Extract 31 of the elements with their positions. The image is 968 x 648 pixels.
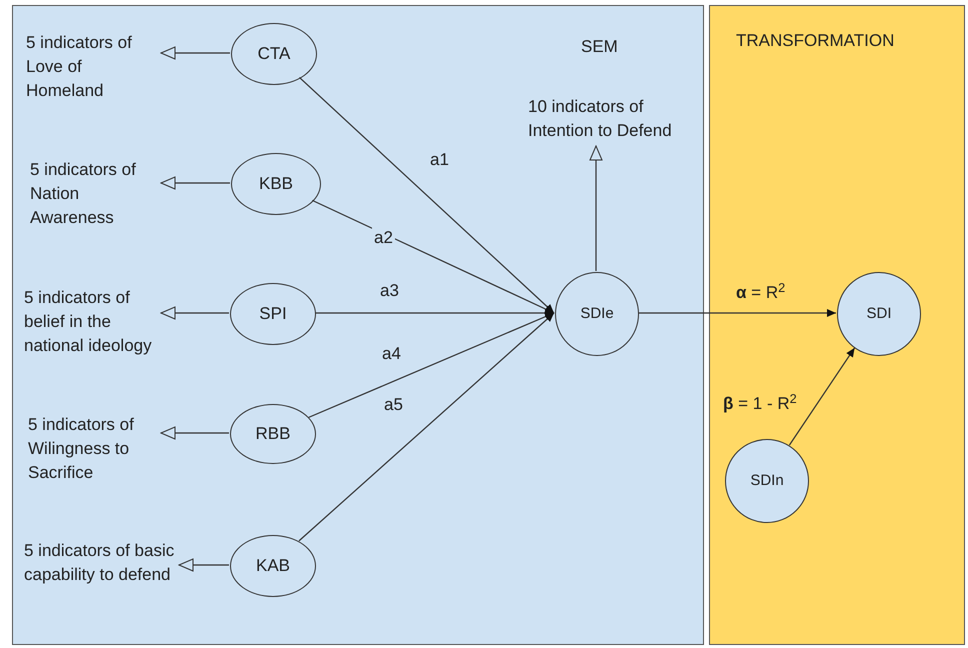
arrow (160, 46, 230, 60)
circle-node: SDIn (725, 439, 809, 523)
arrow (638, 309, 836, 317)
panel (709, 5, 965, 645)
ellipse-node: RBB (230, 404, 316, 464)
panel-title: SEM (581, 36, 618, 58)
ellipse-node: CTA (231, 23, 317, 85)
indicator-text: 5 indicators of Nation Awareness (30, 158, 162, 230)
arrow (590, 146, 602, 271)
arrow (315, 309, 554, 317)
ellipse-node: SPI (230, 283, 316, 345)
arrow (312, 200, 554, 314)
arrow (178, 558, 229, 572)
arrow (308, 312, 554, 418)
panel (12, 5, 704, 645)
arrow (160, 426, 229, 440)
arrow (299, 77, 554, 314)
arrow (160, 306, 229, 320)
panel-title: TRANSFORMATION (736, 30, 894, 52)
indicator-text: 5 indicators of basic capability to defend (24, 539, 180, 611)
arrow (298, 312, 554, 542)
circle-node: SDI (837, 272, 921, 356)
ellipse-node: KAB (230, 535, 316, 597)
indicator-text: 5 indicators of Wilingness to Sacrifice (28, 413, 162, 485)
indicator-text: 5 indicators of belief in the national ideology (24, 286, 162, 382)
circle-node: SDIe (555, 272, 639, 356)
arrow (160, 176, 230, 190)
ellipse-node: KBB (231, 153, 321, 215)
indicator-text: 10 indicators of Intention to Defend (528, 95, 706, 147)
indicator-text: 5 indicators of Love of Homeland (26, 31, 162, 103)
arrow (788, 348, 856, 446)
